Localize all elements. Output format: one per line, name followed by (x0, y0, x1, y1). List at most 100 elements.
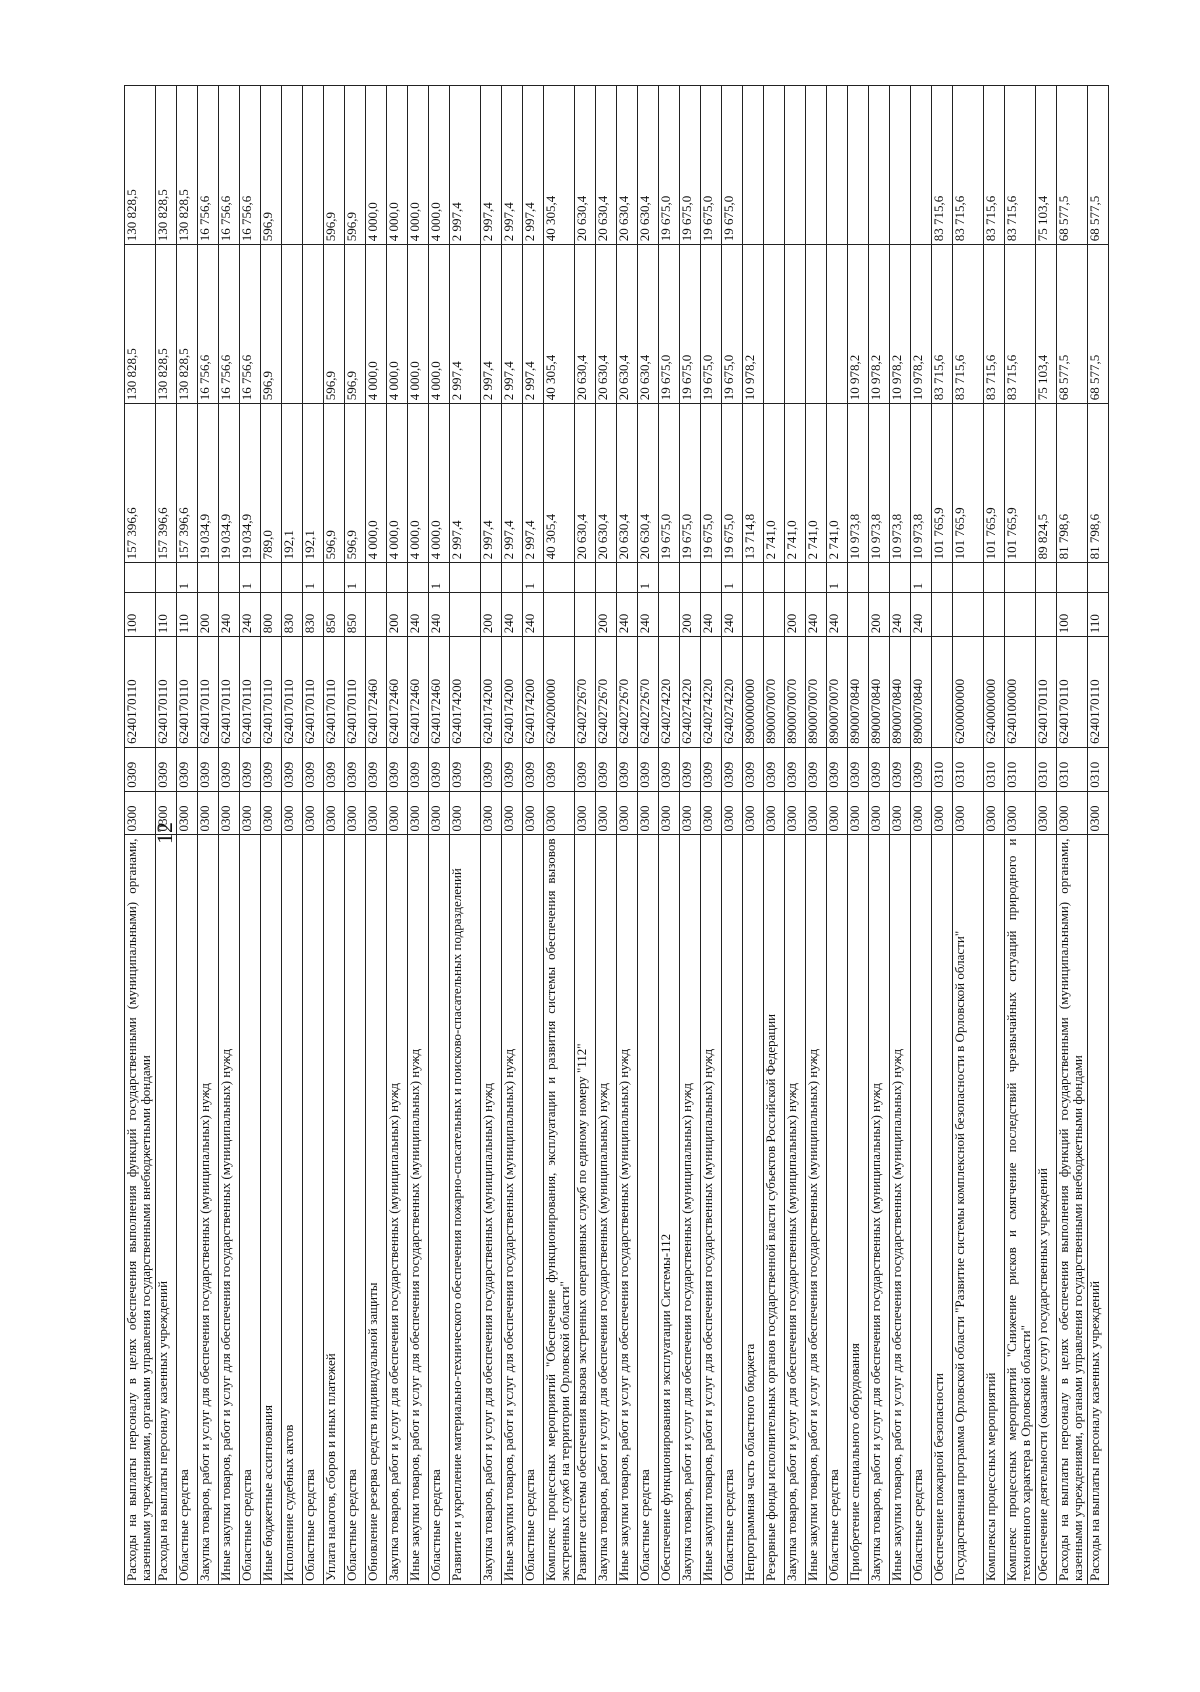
amount-year1-cell: 2 741,0 (763, 403, 785, 563)
section-code-cell: 0300 (176, 791, 198, 835)
amount-year2-cell: 130 828,5 (155, 244, 177, 404)
amount-year1-cell: 19 034,9 (239, 403, 261, 563)
amount-year3-cell: 4 000,0 (428, 85, 450, 245)
expense-type-cell: 240 (637, 592, 659, 637)
amount-year1-cell: 19 034,9 (197, 403, 219, 563)
amount-year3-cell: 83 715,6 (983, 85, 1005, 245)
amount-year1-cell: 596,9 (344, 403, 366, 563)
subsection-code-cell: 0310 (1087, 747, 1109, 792)
row-name-cell: Иные закупки товаров, работ и услуг для … (805, 835, 827, 1585)
amount-year3-cell: 19 675,0 (679, 85, 701, 245)
amount-year3-cell: 68 577,5 (1056, 85, 1088, 245)
amount-year1-cell: 2 997,4 (501, 403, 523, 563)
amount-year3-cell: 130 828,5 (155, 85, 177, 245)
row-name-cell: Обеспечение пожарной безопасности (931, 835, 953, 1585)
section-code-cell: 0300 (197, 791, 219, 835)
source-flag-cell (1004, 562, 1036, 593)
target-article-cell: 8900070070 (763, 636, 785, 748)
section-code-cell: 0300 (302, 791, 324, 835)
subsection-code-cell: 0309 (176, 747, 198, 792)
subsection-code-cell: 0309 (365, 747, 387, 792)
amount-year3-cell: 68 577,5 (1087, 85, 1109, 245)
amount-year1-cell: 20 630,4 (595, 403, 617, 563)
row-name-cell: Иные закупки товаров, работ и услуг для … (616, 835, 638, 1585)
amount-year1-cell: 10 973,8 (889, 403, 911, 563)
subsection-code-cell: 0309 (386, 747, 408, 792)
subsection-code-cell: 0310 (1035, 747, 1057, 792)
source-flag-cell (1035, 562, 1057, 593)
amount-year3-cell (910, 85, 932, 245)
row-name-cell: Расходы на выплаты персоналу казенных уч… (155, 835, 177, 1585)
row-name-cell: Исполнение судебных актов (281, 835, 303, 1585)
row-name-cell: Обновление резерва средств индивидуально… (365, 835, 387, 1585)
table-row: Комплекс процессных мероприятий "Обеспеч… (543, 85, 575, 1585)
table-row: Обеспечение деятельности (оказание услуг… (1035, 85, 1057, 1585)
expense-type-cell: 240 (239, 592, 261, 637)
target-article-cell: 6240174200 (449, 636, 481, 748)
expense-type-cell: 100 (124, 592, 156, 637)
row-name-cell: Областные средства (344, 835, 366, 1585)
amount-year2-cell: 10 978,2 (889, 244, 911, 404)
row-name-cell: Развитие системы обеспечения вызова экст… (574, 835, 596, 1585)
amount-year2-cell: 40 305,4 (543, 244, 575, 404)
amount-year3-cell: 75 103,4 (1035, 85, 1057, 245)
section-code-cell: 0300 (428, 791, 450, 835)
amount-year3-cell: 20 630,4 (574, 85, 596, 245)
subsection-code-cell: 0309 (700, 747, 722, 792)
source-flag-cell (1056, 562, 1088, 593)
table-row: Закупка товаров, работ и услуг для обесп… (679, 85, 701, 1585)
table-row: Закупка товаров, работ и услуг для обесп… (595, 85, 617, 1585)
row-name-cell: Обеспечение функционирования и эксплуата… (658, 835, 680, 1585)
expense-type-cell: 240 (700, 592, 722, 637)
amount-year1-cell: 4 000,0 (407, 403, 429, 563)
table-frame: Расходы на выплаты персоналу в целях обе… (124, 85, 1124, 1585)
target-article-cell: 6240274220 (658, 636, 680, 748)
row-name-cell: Закупка товаров, работ и услуг для обесп… (197, 835, 219, 1585)
amount-year1-cell: 2 741,0 (805, 403, 827, 563)
table-row: Расходы на выплаты персоналу казенных уч… (1087, 85, 1109, 1585)
target-article-cell: 6240172460 (386, 636, 408, 748)
expense-type-cell (931, 592, 953, 637)
section-code-cell: 0300 (910, 791, 932, 835)
amount-year2-cell: 4 000,0 (407, 244, 429, 404)
table-row: Иные закупки товаров, работ и услуг для … (889, 85, 911, 1585)
amount-year2-cell: 20 630,4 (637, 244, 659, 404)
expense-type-cell: 240 (428, 592, 450, 637)
amount-year1-cell: 2 997,4 (449, 403, 481, 563)
subsection-code-cell: 0309 (155, 747, 177, 792)
subsection-code-cell: 0309 (847, 747, 869, 792)
expense-type-cell: 240 (407, 592, 429, 637)
subsection-code-cell: 0309 (805, 747, 827, 792)
table-row: Закупка товаров, работ и услуг для обесп… (386, 85, 408, 1585)
amount-year1-cell: 20 630,4 (616, 403, 638, 563)
subsection-code-cell: 0309 (721, 747, 743, 792)
row-name-cell: Иные закупки товаров, работ и услуг для … (218, 835, 240, 1585)
amount-year3-cell: 2 997,4 (501, 85, 523, 245)
subsection-code-cell: 0309 (449, 747, 481, 792)
source-flag-cell (365, 562, 387, 593)
amount-year3-cell (868, 85, 890, 245)
amount-year2-cell: 16 756,6 (197, 244, 219, 404)
amount-year1-cell: 4 000,0 (365, 403, 387, 563)
row-name-cell: Закупка товаров, работ и услуг для обесп… (480, 835, 502, 1585)
target-article-cell: 6240170110 (239, 636, 261, 748)
expense-type-cell: 830 (302, 592, 324, 637)
table-row: Комплекс процессных мероприятий "Снижени… (1004, 85, 1036, 1585)
row-name-cell: Государственная программа Орловской обла… (952, 835, 984, 1585)
section-code-cell: 0300 (543, 791, 575, 835)
amount-year1-cell: 19 675,0 (700, 403, 722, 563)
section-code-cell: 0300 (595, 791, 617, 835)
row-name-cell: Областные средства (302, 835, 324, 1585)
amount-year1-cell: 81 798,6 (1087, 403, 1109, 563)
table-body: Расходы на выплаты персоналу в целях обе… (124, 85, 1109, 1585)
expense-type-cell (574, 592, 596, 637)
source-flag-cell (847, 562, 869, 593)
target-article-cell: 6240170110 (281, 636, 303, 748)
target-article-cell: 6240272670 (637, 636, 659, 748)
target-article-cell: 6240170110 (1087, 636, 1109, 748)
subsection-code-cell: 0309 (763, 747, 785, 792)
source-flag-cell (260, 562, 282, 593)
